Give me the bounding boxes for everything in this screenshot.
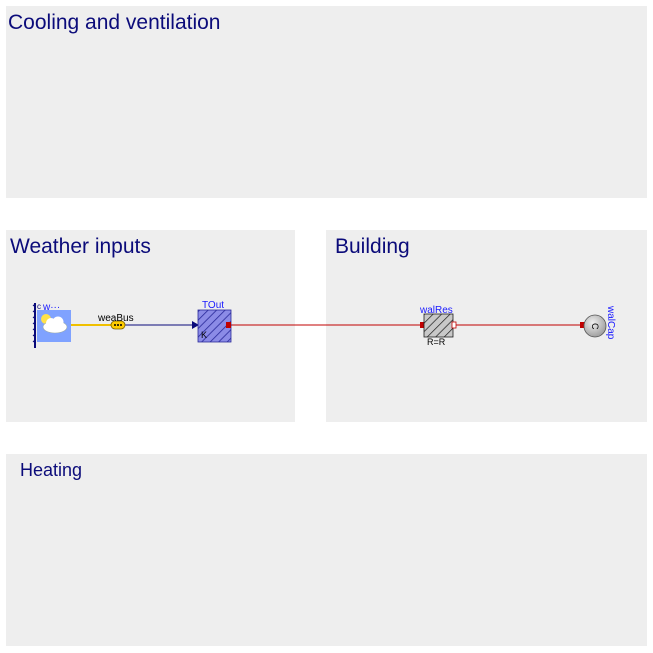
weather-data-component[interactable]: c: [32, 302, 71, 348]
signal-input-arrow: [192, 321, 199, 329]
thermal-resistor-icon: [423, 313, 454, 338]
walcap-symbol: C: [590, 323, 600, 330]
tout-component[interactable]: [197, 309, 232, 343]
prescribed-temperature-icon: [197, 309, 232, 343]
cooling-ventilation-title: Cooling and ventilation: [8, 11, 221, 34]
walcap-component[interactable]: C: [580, 314, 607, 338]
weather-bus-label: weaBus: [97, 313, 134, 324]
walres-component[interactable]: [420, 313, 457, 338]
heating-panel: Heating: [6, 454, 647, 646]
tout-label: TOut: [202, 300, 224, 311]
bus-connector-icon[interactable]: [110, 320, 126, 330]
walcap-label: walCap: [605, 305, 616, 340]
heat-capacitor-icon: [583, 314, 607, 338]
weather-cloud-sun-icon: [41, 314, 68, 334]
tout-unit-label: K: [201, 330, 207, 340]
cooling-ventilation-panel: Cooling and ventilation: [6, 6, 647, 198]
building-title: Building: [335, 235, 410, 258]
walres-param-label: R=R: [427, 337, 446, 347]
svg-text:c: c: [37, 302, 41, 311]
weather-inputs-title: Weather inputs: [10, 235, 151, 258]
weather-data-label: w···: [42, 302, 60, 313]
walres-label: walRes: [419, 305, 453, 316]
heating-title: Heating: [20, 460, 83, 480]
